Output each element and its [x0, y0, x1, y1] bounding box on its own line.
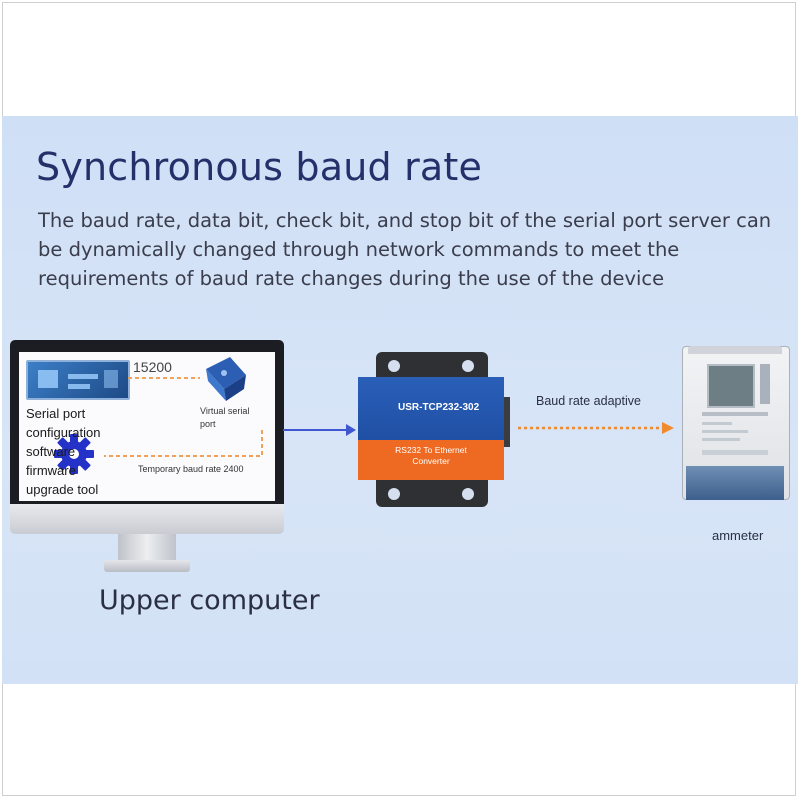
monitor-stand-neck	[118, 534, 176, 562]
serial-connector-icon	[206, 357, 246, 401]
ammeter-face-details	[702, 412, 768, 455]
software-label-line5: upgrade tool	[26, 482, 99, 497]
mount-hole	[462, 360, 474, 372]
device-body-top	[358, 377, 504, 442]
monitor-chin	[10, 504, 284, 534]
serial-server-device	[358, 352, 510, 507]
page-title: Synchronous baud rate	[36, 145, 483, 189]
mount-hole	[462, 488, 474, 500]
device-model-label: USR-TCP232-302	[398, 402, 480, 413]
mount-hole	[388, 360, 400, 372]
device-converter-label: RS232 To Ethernet Converter	[385, 445, 477, 467]
upper-computer-label: Upper computer	[99, 585, 320, 616]
baud-value-label: 15200	[133, 359, 172, 375]
temporary-baud-label: Temporary baud rate 2400	[138, 464, 244, 474]
software-label-line1: Serial port	[26, 406, 86, 421]
monitor-stand-base	[104, 560, 190, 572]
ammeter-label: ammeter	[712, 528, 764, 543]
software-label-line4: firmware	[26, 463, 76, 478]
ammeter-top	[688, 346, 782, 354]
ammeter-terminal-cover	[686, 466, 784, 500]
ammeter-panel	[760, 364, 770, 404]
software-screenshot-thumbnail	[26, 360, 130, 400]
description-text: The baud rate, data bit, check bit, and …	[38, 209, 772, 290]
baud-adaptive-label: Baud rate adaptive	[536, 394, 641, 408]
virtual-port-label-line1: Virtual serial	[200, 406, 250, 416]
mount-hole	[388, 488, 400, 500]
software-label-line2: configuration	[26, 425, 101, 440]
device-converter-line1: RS232 To Ethernet	[395, 445, 467, 455]
device-converter-line2: Converter	[412, 456, 450, 466]
ammeter-display	[707, 364, 755, 408]
virtual-port-label-line2: port	[200, 419, 216, 429]
device-body-bottom	[358, 440, 504, 480]
gear-icon	[54, 434, 94, 474]
device-port	[504, 397, 510, 447]
software-label-line3: software	[26, 444, 76, 459]
